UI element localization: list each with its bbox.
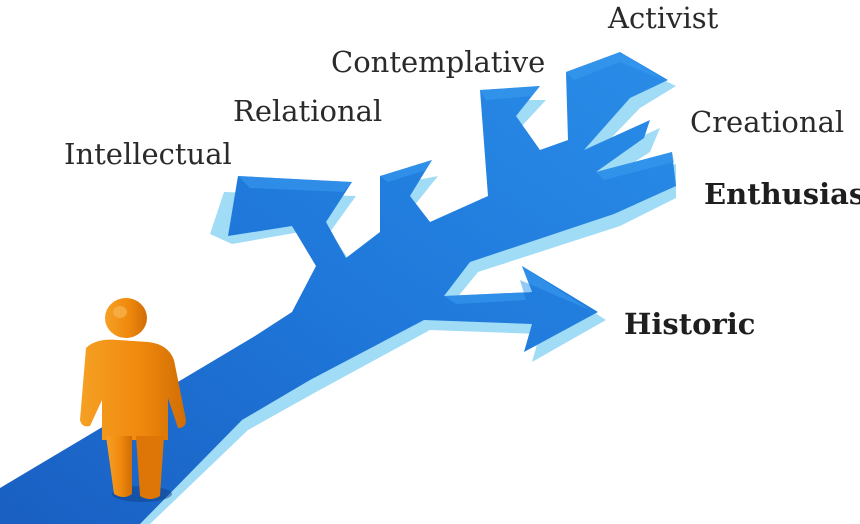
label-relational: Relational [233, 94, 383, 128]
label-intellectual: Intellectual [64, 137, 232, 171]
label-creational: Creational [690, 105, 845, 139]
label-contemplative: Contemplative [331, 45, 546, 79]
label-enthusiast: Enthusiast [704, 177, 860, 211]
branching-path [0, 52, 676, 524]
label-historic: Historic [624, 307, 756, 341]
label-activist: Activist [608, 1, 719, 35]
person-figure-icon [80, 298, 186, 502]
main-trunk [0, 52, 676, 524]
path-highlights [238, 52, 674, 310]
